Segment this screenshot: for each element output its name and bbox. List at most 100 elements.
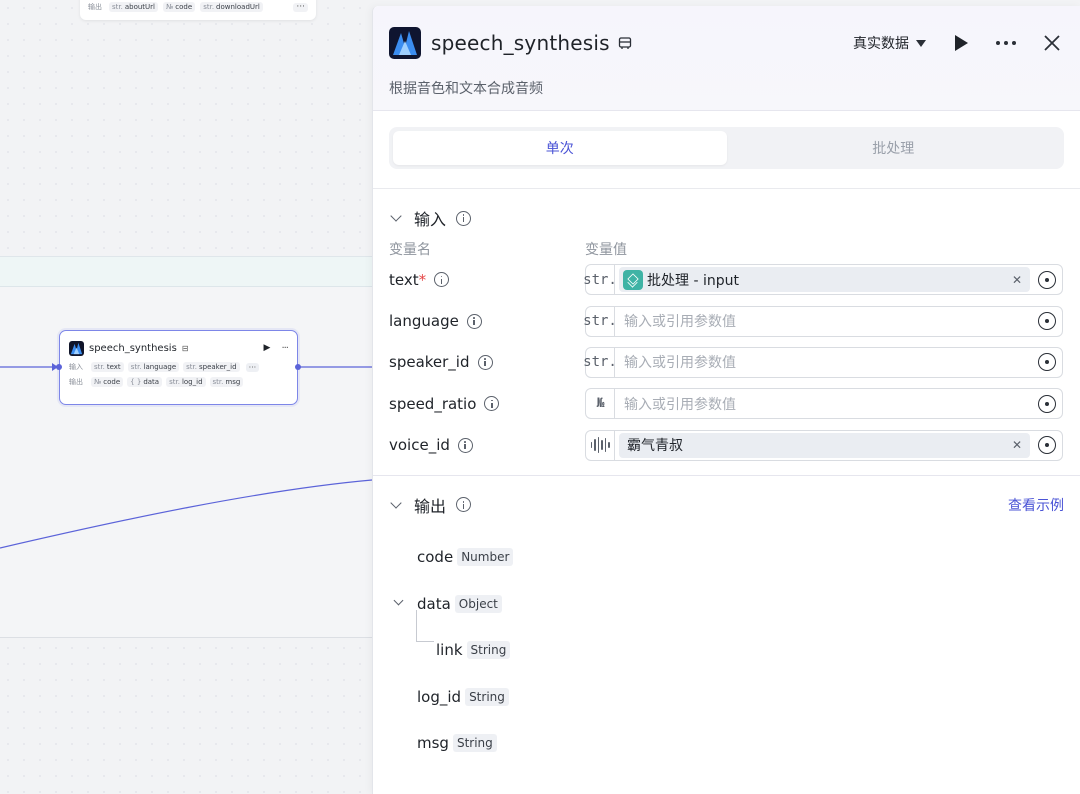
var-chip: str.log_id: [166, 377, 206, 387]
field-name: data: [417, 594, 451, 613]
variable-setting-icon[interactable]: [1038, 353, 1056, 372]
field-type-badge: String: [466, 641, 511, 660]
input-port[interactable]: [56, 364, 62, 370]
info-icon[interactable]: [456, 210, 472, 226]
info-icon[interactable]: [456, 497, 472, 513]
chevron-down-icon[interactable]: [390, 210, 402, 222]
output-field-msg: msg String: [389, 720, 1064, 767]
play-icon: [955, 35, 968, 51]
chevron-down-icon[interactable]: [390, 497, 402, 509]
clear-icon[interactable]: ✕: [1011, 438, 1022, 453]
variable-setting-icon[interactable]: [1038, 270, 1056, 289]
info-icon[interactable]: [484, 396, 500, 412]
info-icon[interactable]: [466, 313, 482, 329]
field-type-badge: Number: [457, 548, 514, 567]
more-icon[interactable]: ···: [281, 342, 288, 354]
output-label: 输出: [69, 378, 83, 386]
col-name-label: 变量名: [389, 242, 431, 258]
run-icon[interactable]: ▶: [263, 343, 271, 353]
param-input-speed-ratio[interactable]: № 输入或引用参数值: [585, 388, 1063, 420]
input-section: 输入 变量名 变量值 text * str. 批处理 - input ✕: [373, 189, 1080, 466]
tab-single[interactable]: 单次: [393, 131, 727, 165]
more-icon[interactable]: ···: [245, 362, 260, 372]
var-chip: str.language: [127, 362, 180, 372]
param-input-voice-id[interactable]: 霸气青叔 ✕: [585, 429, 1063, 461]
node-detail-panel: speech_synthesis 真实数据: [372, 6, 1080, 794]
voice-value: 霸气青叔: [627, 438, 683, 455]
param-row-speaker-id: speaker_id str. 输入或引用参数值: [389, 342, 1064, 383]
variable-setting-icon[interactable]: [1038, 312, 1056, 331]
edge-arrow-icon: [52, 363, 58, 371]
edge-layer: [0, 363, 372, 549]
field-type-badge: String: [452, 734, 497, 753]
field-name: code: [417, 548, 454, 567]
tab-batch[interactable]: 批处理: [872, 141, 915, 157]
field-type-badge: Object: [454, 594, 502, 613]
var-chip: str.speaker_id: [183, 362, 240, 372]
output-port[interactable]: [295, 364, 301, 370]
type-label: str.: [583, 306, 617, 336]
type-label: str.: [583, 265, 617, 295]
speech-synthesis-node[interactable]: speech_synthesis ⊟ ▶ ··· 输入 str.text str…: [56, 330, 301, 405]
section-title: 输出: [414, 496, 447, 516]
param-input-language[interactable]: str. 输入或引用参数值: [583, 305, 1063, 337]
group-header: [0, 257, 372, 287]
param-name: voice_id: [389, 436, 450, 455]
required-mark: *: [418, 270, 427, 289]
param-input-text[interactable]: str. 批处理 - input ✕: [583, 264, 1063, 296]
field-name: msg: [417, 734, 449, 753]
tree-connector: [416, 610, 434, 643]
clear-icon[interactable]: ✕: [1011, 272, 1022, 287]
data-mode-select[interactable]: 真实数据: [853, 33, 926, 53]
input-placeholder[interactable]: 输入或引用参数值: [624, 314, 736, 331]
field-name: log_id: [417, 687, 462, 706]
node-title: speech_synthesis: [89, 342, 177, 354]
data-mode-label: 真实数据: [853, 36, 909, 52]
close-icon: [1044, 35, 1060, 51]
param-name: speaker_id: [389, 353, 470, 372]
field-name: link: [436, 641, 463, 660]
var-chip: str.aboutUrl: [109, 2, 159, 12]
field-type-badge: String: [465, 687, 509, 706]
section-divider: [373, 474, 1080, 476]
input-placeholder[interactable]: 输入或引用参数值: [624, 396, 736, 413]
param-input-speaker-id[interactable]: str. 输入或引用参数值: [583, 346, 1063, 378]
col-value-label: 变量值: [585, 242, 627, 258]
see-example-link[interactable]: 查看示例: [1008, 497, 1064, 514]
reference-value: 批处理 - input: [647, 272, 739, 289]
param-row-text: text * str. 批处理 - input ✕: [389, 259, 1064, 300]
param-name: speed_ratio: [389, 394, 477, 413]
type-label: №: [586, 389, 615, 419]
info-icon[interactable]: [434, 272, 450, 288]
output-field-code: code Number: [389, 534, 1064, 581]
info-icon[interactable]: [457, 437, 473, 453]
app-logo-icon: [389, 27, 421, 59]
close-button[interactable]: [1040, 31, 1064, 55]
input-placeholder[interactable]: 输入或引用参数值: [624, 355, 736, 372]
variable-setting-icon[interactable]: [1038, 394, 1056, 413]
output-section: 输出 查看示例 code Number data Object link Str…: [373, 476, 1080, 767]
more-icon: [996, 41, 1016, 45]
reference-chip[interactable]: 批处理 - input ✕: [619, 267, 1030, 293]
section-title: 输入: [414, 210, 447, 229]
param-name: language: [389, 312, 459, 331]
run-button[interactable]: [948, 31, 972, 55]
chevron-down-icon[interactable]: [393, 596, 404, 606]
caret-down-icon: [916, 39, 926, 47]
voice-chip[interactable]: 霸气青叔 ✕: [619, 432, 1030, 458]
variable-setting-icon[interactable]: [1038, 436, 1056, 455]
info-icon[interactable]: [477, 354, 493, 370]
more-button[interactable]: [994, 31, 1018, 55]
more-icon[interactable]: ···: [293, 2, 308, 12]
app-logo-icon: [69, 340, 84, 356]
panel-description: 根据音色和文本合成音频: [389, 81, 543, 97]
batch-layers-icon: [623, 269, 643, 290]
output-label: 输出: [88, 3, 102, 11]
param-row-speed-ratio: speed_ratio № 输入或引用参数值: [389, 383, 1064, 424]
output-field-log-id: log_id String: [389, 673, 1064, 720]
